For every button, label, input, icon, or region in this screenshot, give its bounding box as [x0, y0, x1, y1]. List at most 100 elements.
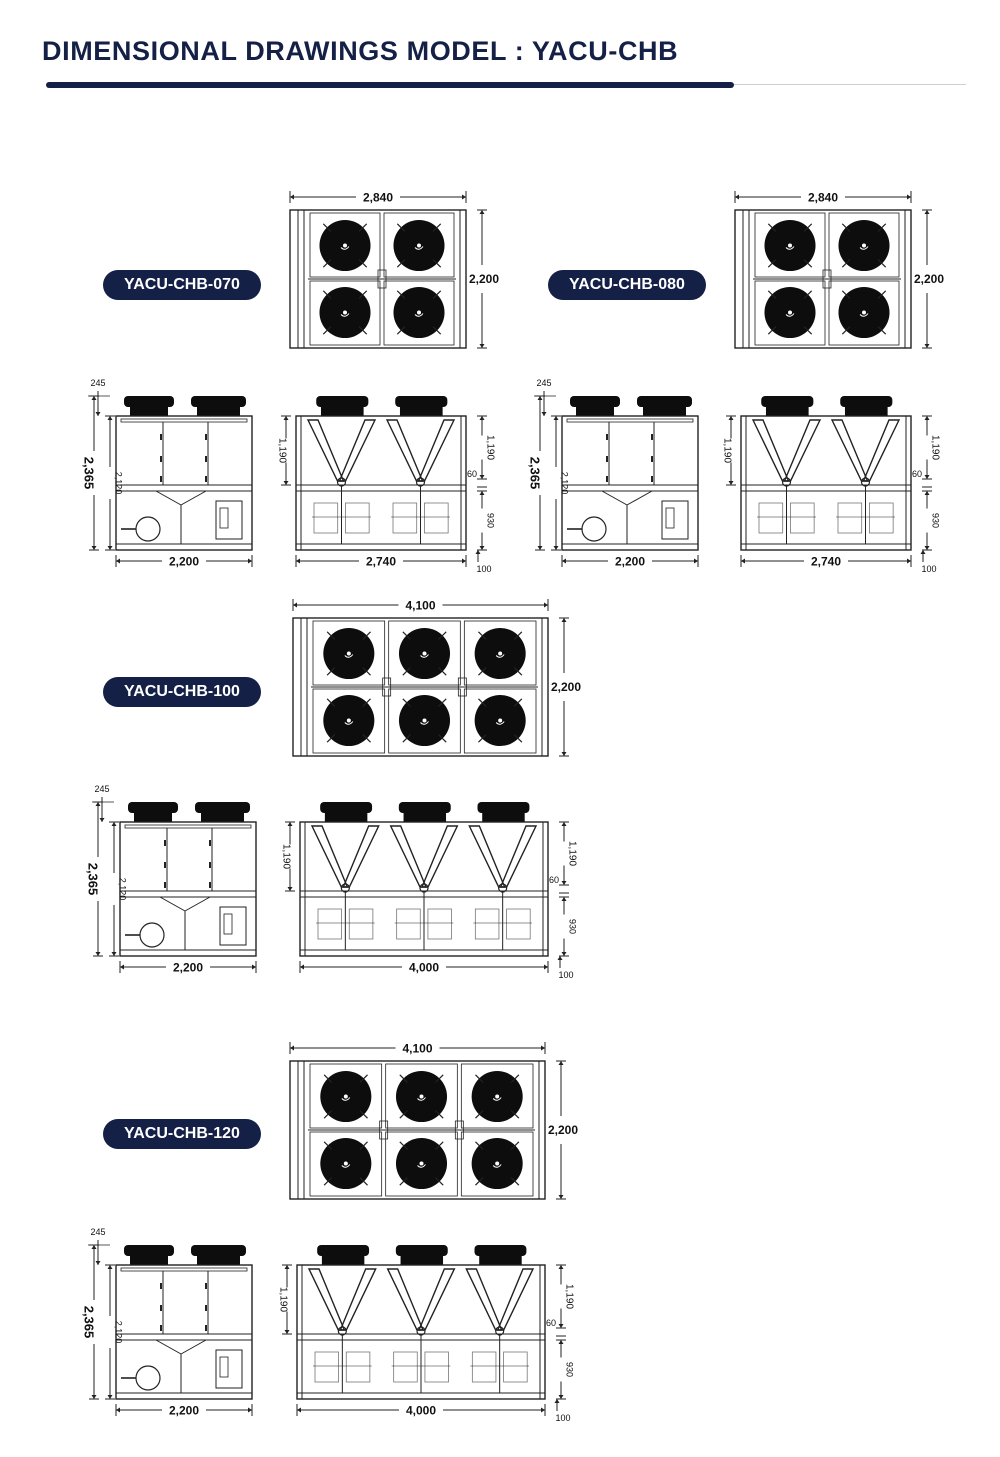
arrow-head	[293, 602, 297, 608]
fan-top	[840, 396, 893, 407]
arrow-head	[283, 481, 289, 485]
compressor	[661, 500, 689, 540]
compressor	[317, 908, 343, 940]
fan-bracket	[323, 1110, 333, 1119]
fan-bracket	[358, 326, 368, 335]
arrow-head	[462, 558, 466, 564]
fan-shroud	[403, 813, 447, 822]
panel-latch	[606, 456, 608, 462]
dim-label: 245	[90, 1227, 105, 1237]
dim-label: 930	[565, 1362, 575, 1377]
fan-blade	[344, 721, 354, 725]
compressor	[313, 502, 339, 534]
top-frame	[734, 209, 912, 349]
fan-bracket	[475, 1110, 484, 1119]
front-base-dim: 930	[922, 490, 941, 551]
fan-cell	[754, 280, 826, 346]
fan-hub	[343, 1161, 348, 1166]
coil-right	[862, 419, 901, 482]
fan-bracket	[322, 326, 332, 335]
fan-blade	[417, 1164, 426, 1168]
top-frame	[289, 209, 467, 349]
arrow-head	[95, 952, 101, 956]
front-coil-dim-right: 1,190	[556, 1264, 574, 1329]
arrow-head	[537, 546, 543, 550]
compressor	[314, 1351, 340, 1383]
top-view	[289, 1060, 546, 1200]
fan-bracket	[475, 1177, 484, 1186]
arrow-head	[107, 546, 113, 550]
fan	[320, 1070, 372, 1123]
fan-cell	[828, 212, 900, 278]
fan-bracket	[326, 698, 336, 707]
front-gap-dim: 60	[549, 875, 569, 894]
side-view	[115, 1245, 253, 1400]
side-body-dim: 2,120	[551, 415, 570, 551]
compressor	[396, 908, 421, 940]
front-coil-dim-right: 1,190	[559, 821, 577, 886]
fan-hub	[495, 1094, 500, 1099]
fan-top	[637, 396, 692, 407]
fan-bracket	[510, 1141, 520, 1150]
fan	[323, 694, 375, 747]
side-mid-rail	[115, 1333, 253, 1341]
fan-hub	[788, 310, 792, 315]
front-view	[740, 396, 912, 551]
fan-blade	[495, 721, 505, 725]
arrow-head	[541, 412, 547, 416]
dim-label: 2,200	[615, 555, 645, 569]
front-width-dim: 4,000	[299, 961, 549, 975]
side-brace	[626, 490, 653, 506]
compressor	[345, 1351, 371, 1383]
fan-bracket	[358, 290, 368, 299]
dim-label: 1,190	[721, 438, 732, 463]
arrow-head	[554, 1399, 560, 1403]
fan	[764, 219, 816, 272]
dim-label: 4,100	[405, 599, 435, 613]
fan-hub	[422, 718, 427, 723]
fan-bracket	[803, 326, 813, 335]
fan-cell	[383, 212, 455, 278]
fan-shroud	[482, 813, 525, 822]
side-offset-dim: 245	[88, 1227, 110, 1265]
front-view	[299, 802, 549, 957]
side-base	[115, 543, 253, 551]
arrow-head	[924, 475, 930, 479]
dim-label: 1,190	[280, 844, 291, 869]
arrow-head	[553, 416, 559, 420]
arrow-head	[284, 1330, 290, 1334]
arrow-head	[558, 1340, 564, 1344]
front-mid-rail	[740, 484, 912, 492]
dim-label: 60	[912, 469, 922, 479]
fan-blade	[341, 1164, 351, 1168]
front-coil-dim-left: 1,190	[276, 415, 291, 486]
fan-blade	[417, 1097, 426, 1101]
fan-bracket	[510, 1074, 520, 1083]
panel-latch	[205, 1305, 207, 1311]
coil-right	[417, 1268, 456, 1331]
fan-bracket	[359, 1141, 368, 1150]
fan-shroud	[321, 1256, 365, 1265]
side-body-dim: 2,120	[105, 415, 124, 551]
fan-hub	[498, 651, 503, 656]
dim-label: 1,190	[563, 1284, 574, 1309]
panel-latch	[160, 476, 162, 482]
fan-top	[570, 396, 620, 407]
fan-shroud	[400, 1256, 444, 1265]
dim-label: 245	[94, 784, 109, 794]
fan-bracket	[326, 734, 336, 743]
panel-latch	[606, 434, 608, 440]
panel-latch	[651, 434, 653, 440]
fan-blade	[859, 246, 869, 250]
fan-bracket	[438, 667, 447, 676]
fan	[395, 1070, 448, 1123]
arrow-head	[284, 1265, 290, 1269]
dim-label: 2,200	[914, 272, 944, 286]
compressor-detail	[223, 913, 233, 935]
dim-label: 2,200	[173, 961, 203, 975]
dim-label: 930	[486, 513, 496, 528]
front-coil-dim-left: 1,190	[277, 1264, 292, 1335]
fan	[474, 694, 526, 747]
front-base	[740, 543, 912, 551]
side-view	[561, 396, 699, 551]
